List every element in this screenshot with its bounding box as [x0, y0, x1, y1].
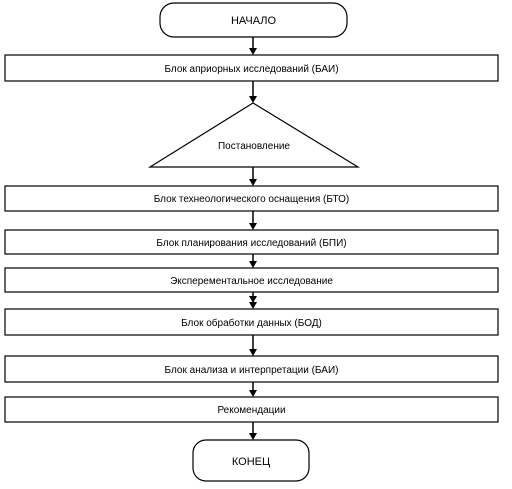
end-terminal: КОНЕЦ: [192, 439, 310, 482]
end-label: КОНЕЦ: [232, 456, 270, 468]
start-label: НАЧАЛО: [231, 15, 277, 27]
connector-processing-to-analysis: [249, 335, 257, 356]
statement-label: Постановление: [218, 141, 290, 152]
step-experimental-research-label: Эксперементальное исследование: [170, 276, 333, 287]
connector-start-to-apriori: [249, 37, 257, 55]
step-data-processing: Блок обработки данных (БОД): [4, 308, 499, 336]
start-terminal: НАЧАЛО: [159, 2, 348, 38]
connector-experiment-to-processing: [249, 292, 257, 309]
connector-planning-to-experiment: [249, 254, 257, 268]
step-experimental-research: Эксперементальное исследование: [4, 267, 499, 293]
step-apriori-research-label: Блок априорных исследований (БАИ): [164, 64, 338, 75]
step-analysis-interpretation: Блок анализа и интерпретации (БАИ): [4, 355, 499, 383]
connector-recommendations-to-end: [249, 422, 257, 440]
step-data-processing-label: Блок обработки данных (БОД): [181, 317, 322, 329]
connector-technology-to-planning: [249, 211, 257, 230]
step-technology-equipment-label: Блок технеологического оснащения (БТО): [154, 194, 350, 205]
step-recommendations: Рекомендации: [4, 396, 499, 423]
step-apriori-research: Блок априорных исследований (БАИ): [4, 54, 499, 82]
step-research-planning: Блок планирования исследований (БПИ): [4, 229, 499, 255]
connector-analysis-to-recommendations: [249, 382, 257, 397]
step-analysis-interpretation-label: Блок анализа и интерпретации (БАИ): [165, 365, 339, 376]
connector-apriori-to-statement: [249, 81, 257, 103]
step-technology-equipment: Блок технеологического оснащения (БТО): [4, 185, 499, 212]
connector-statement-to-technology: [249, 167, 257, 186]
step-recommendations-label: Рекомендации: [217, 405, 285, 416]
statement-triangle: Постановление: [147, 102, 361, 168]
step-research-planning-label: Блок планирования исследований (БПИ): [156, 238, 346, 249]
